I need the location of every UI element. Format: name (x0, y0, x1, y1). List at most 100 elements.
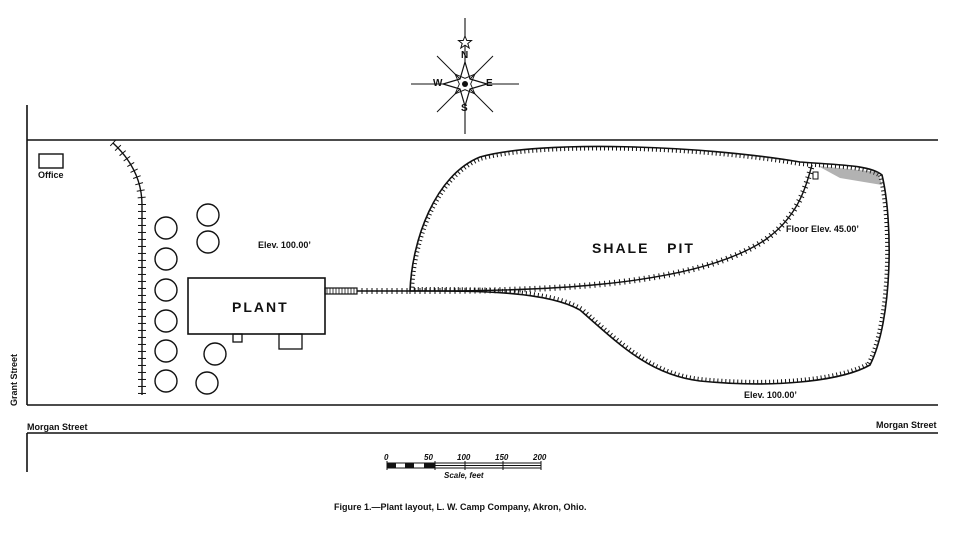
tank (154, 278, 178, 302)
pit-hachure (421, 227, 426, 231)
pit-hachure (412, 262, 418, 265)
ramp-tie (760, 238, 765, 245)
pit-hachure (778, 158, 781, 163)
pit-hachure (413, 258, 418, 261)
pit-hachure (504, 151, 506, 156)
pit-hachure (858, 166, 860, 172)
rail-tie (137, 196, 146, 199)
pit-hachure (618, 340, 623, 345)
pit-hachure (439, 192, 444, 196)
pit-hachure (457, 170, 461, 175)
pit-hachure (854, 367, 857, 372)
pit-hachure (557, 297, 560, 302)
ramp-tie (633, 277, 636, 284)
ramp-tie (793, 203, 800, 208)
ramp-tie (687, 267, 690, 274)
scale-tick-200: 200 (533, 453, 547, 462)
pit-hachure (414, 254, 419, 257)
pit-hachure (697, 376, 699, 381)
ramp-tie (643, 275, 646, 282)
pit-hachure (612, 335, 616, 340)
pit-hachure (446, 182, 450, 186)
pit-hachure (412, 266, 417, 269)
tank (196, 203, 220, 227)
ramp-tie (800, 190, 807, 194)
ramp-tie (720, 257, 724, 264)
pit-ramp-marker (812, 171, 819, 180)
pit-hachure (500, 152, 502, 157)
rail-tie (130, 168, 138, 173)
pit-ramp (409, 164, 813, 292)
pit-hachure (433, 202, 438, 206)
pit-hachure (603, 327, 607, 332)
pit-hachure (582, 309, 586, 313)
pit-hachure (525, 291, 528, 296)
rail-tie (109, 139, 117, 147)
ramp-tie (603, 280, 606, 287)
pit-hachure (880, 186, 885, 188)
ramp-tie (796, 199, 803, 203)
pit-hachure (477, 157, 480, 162)
ramp-tie (653, 274, 656, 281)
ramp-tie (805, 176, 812, 180)
pit-ramp-ties (409, 166, 815, 295)
pit-hachure (875, 336, 880, 339)
tank (154, 339, 178, 363)
ramp-tie (764, 235, 770, 242)
pit-hachure (673, 371, 677, 376)
pit-hachure (828, 374, 830, 379)
ramp-tie (802, 185, 809, 189)
pit-hachure (496, 153, 499, 158)
pit-hachure (411, 270, 416, 273)
pit-hachure (437, 195, 442, 199)
pit-hachure (591, 317, 595, 321)
rail-tie (114, 144, 122, 152)
morgan-street-left-label: Morgan Street (27, 422, 88, 432)
pit-hachure (879, 316, 885, 319)
pit-hachure (416, 247, 421, 249)
ramp-tie (808, 166, 815, 170)
pit-hachure (469, 161, 473, 166)
ramp-tie (725, 255, 729, 262)
tank (154, 247, 178, 271)
pit-hachure (625, 345, 629, 349)
pit-hachure (423, 224, 428, 227)
pit-hachure (585, 311, 589, 316)
ramp-tie (775, 226, 781, 232)
pit-hachure (677, 372, 680, 377)
pit-hachure (466, 163, 470, 168)
compass-north-label: N (461, 50, 469, 61)
pit-hachure (419, 235, 424, 238)
pit-hachure (872, 170, 876, 175)
pit-hachure (431, 205, 436, 209)
ramp-tie (584, 282, 586, 289)
scale-tick-50: 50 (424, 453, 433, 462)
tank (195, 371, 219, 395)
pit-hachure (881, 309, 886, 311)
pit-hachure (872, 347, 877, 350)
morgan-street-right-label: Morgan Street (876, 420, 937, 430)
pit-hachure (876, 332, 881, 335)
pit-hachure (685, 374, 688, 379)
pit-hachure (594, 319, 598, 324)
railroad-curve (112, 142, 143, 395)
shale-pit-label: SHALE PIT (592, 240, 695, 256)
pit-hachure (850, 368, 854, 373)
pit-hachure (435, 198, 439, 202)
ramp-tie (779, 222, 785, 228)
pit-hachure (879, 182, 884, 184)
ramp-tie (701, 263, 705, 270)
ramp-tie (806, 171, 813, 175)
pit-hachure (861, 364, 865, 369)
pit-hachure (879, 320, 884, 323)
pit-hachure (564, 299, 567, 304)
pit-hachure (881, 190, 886, 192)
pit-hachure (831, 373, 834, 378)
ramp-tie (692, 266, 695, 273)
pit-hachure (541, 293, 544, 298)
pit-hachure (415, 250, 420, 253)
pit-elevation-label: Elev. 100.00’ (744, 390, 797, 400)
ramp-tie (668, 271, 671, 278)
ramp-tie (594, 281, 596, 288)
pit-hachure (839, 371, 842, 376)
